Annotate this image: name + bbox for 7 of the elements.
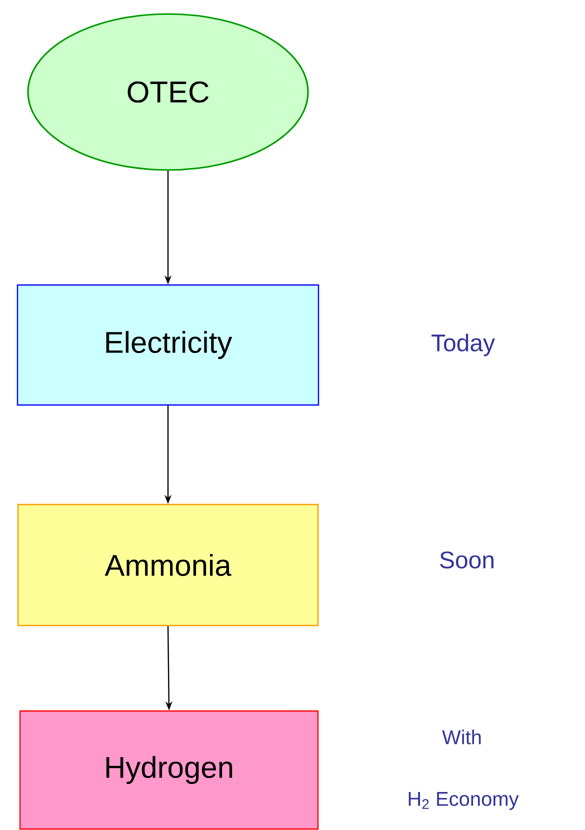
stage-label: With	[442, 730, 481, 744]
process-box: Electricity	[16, 284, 320, 406]
stage-label: Soon	[440, 552, 494, 568]
stage-label: Today	[432, 334, 495, 356]
process-box: Ammonia	[17, 504, 319, 626]
stage-label: H$_{2}$ Economy	[408, 792, 519, 810]
process-box: Hydrogen	[19, 710, 319, 830]
